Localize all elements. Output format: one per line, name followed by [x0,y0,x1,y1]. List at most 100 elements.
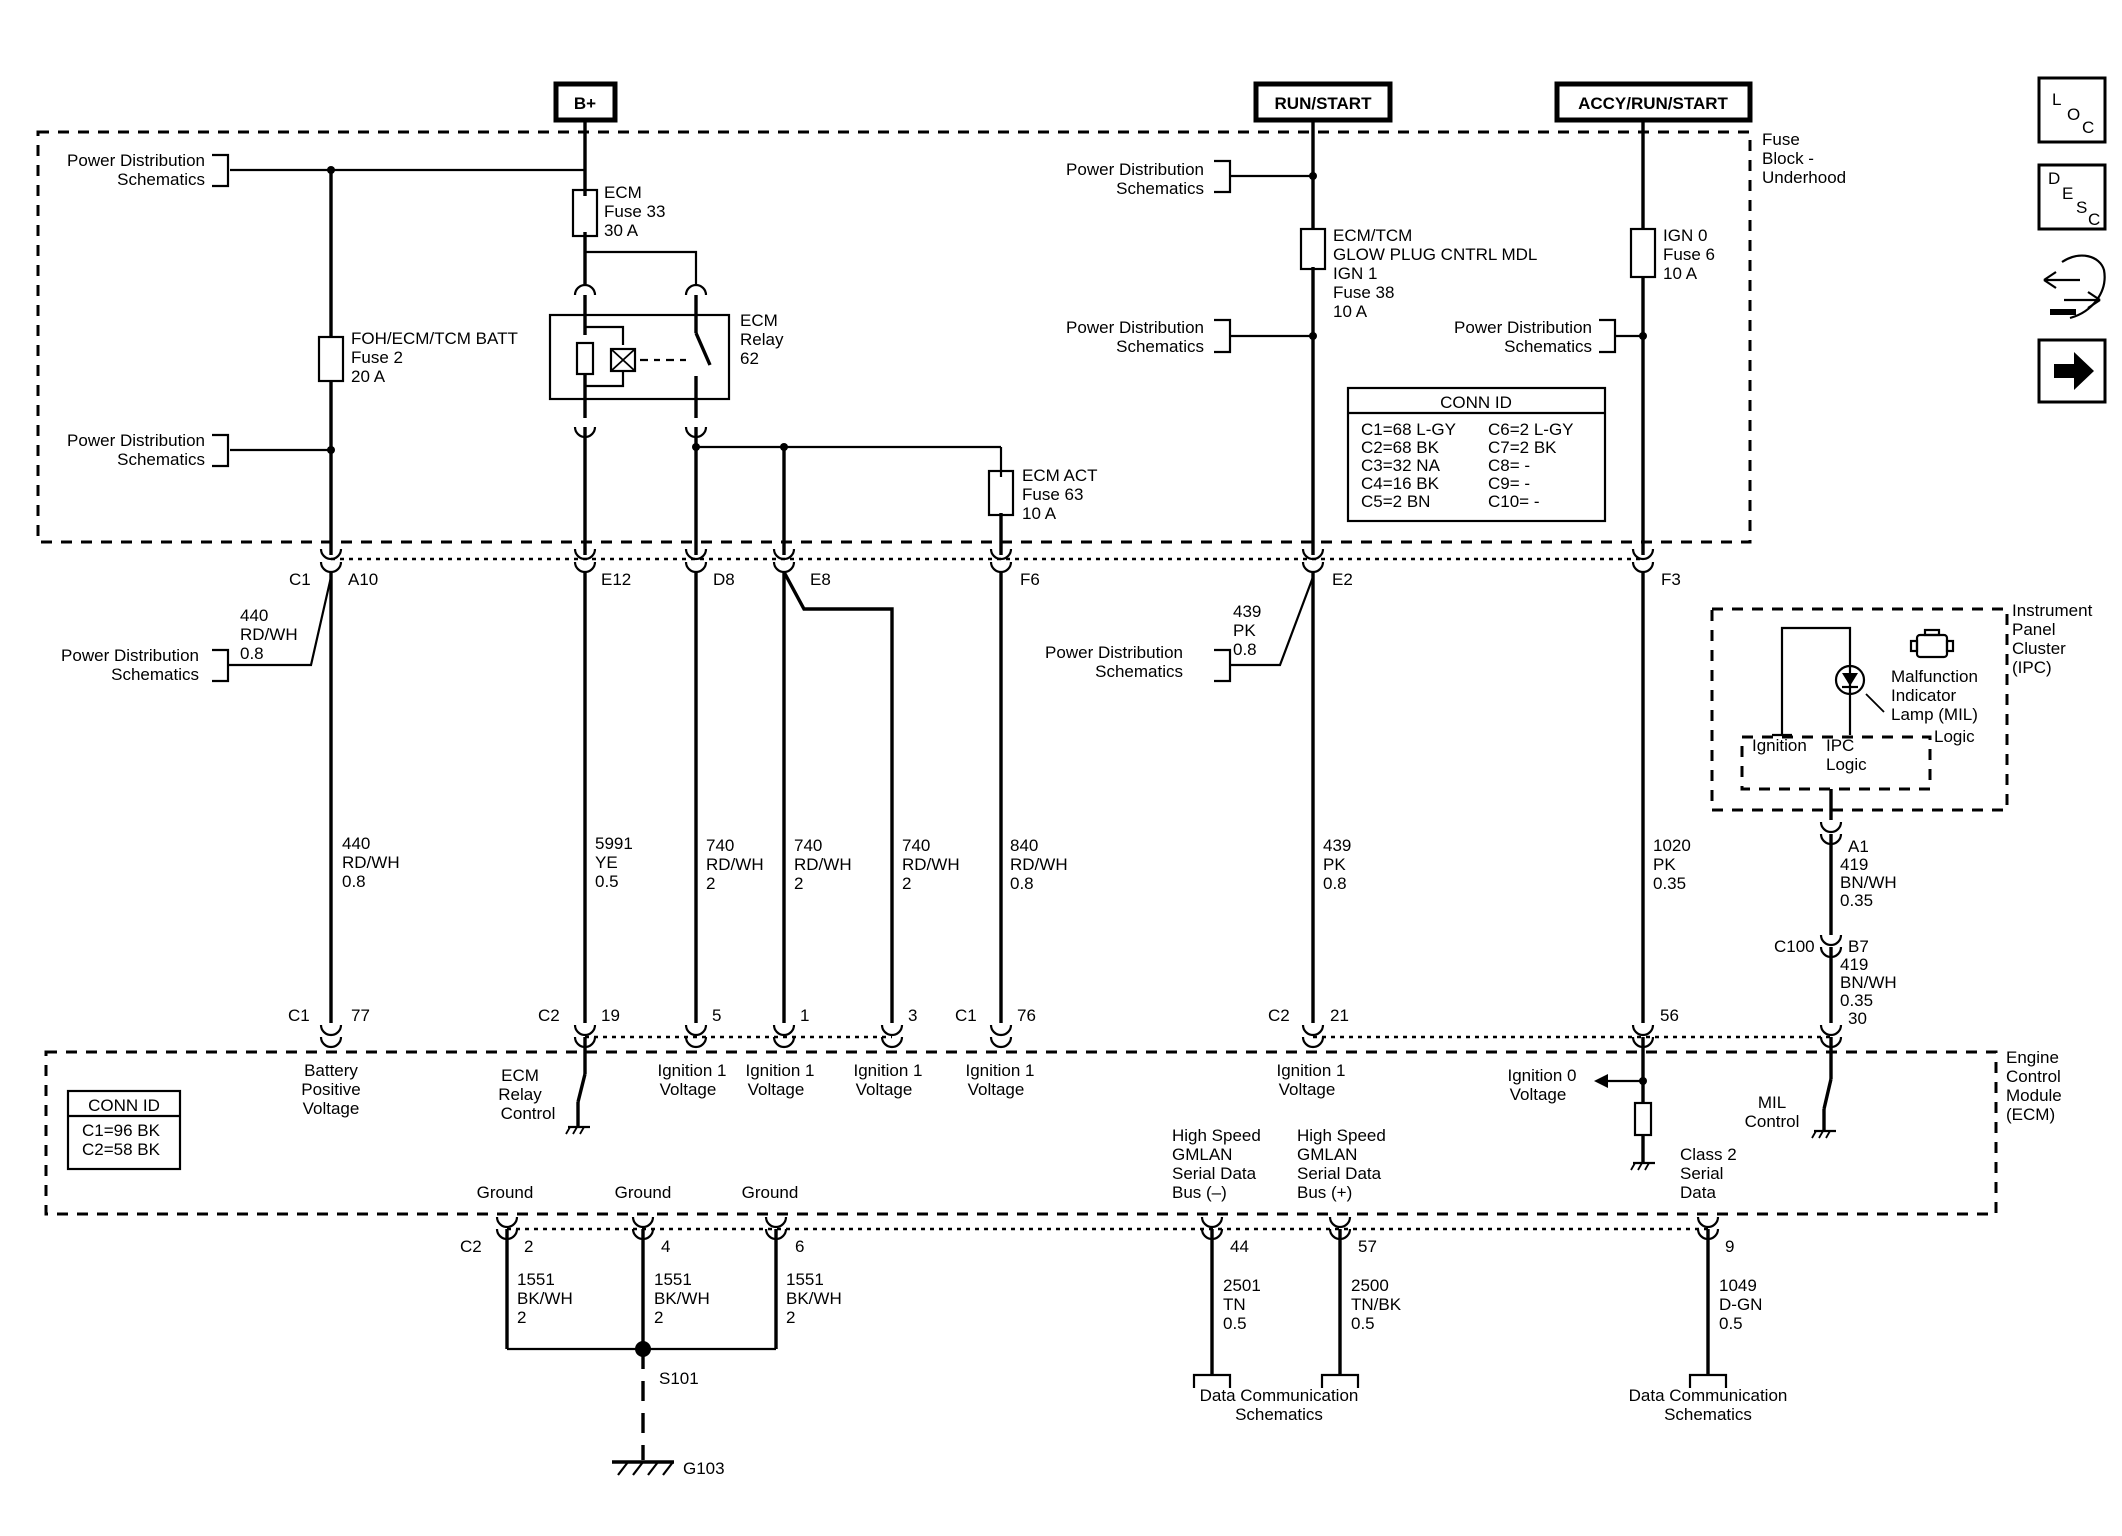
fuse-ecm-act-label: ECM ACT Fuse 63 10 A [1022,466,1098,523]
svg-text:D: D [2048,169,2060,188]
svg-text:Block -: Block - [1762,149,1814,168]
svg-text:C3=32 NA: C3=32 NA [1361,456,1441,475]
svg-text:CONN ID: CONN ID [1440,393,1512,412]
svg-text:Power Distribution: Power Distribution [67,151,205,170]
ecm-ign1-label-a: Ignition 1 Voltage [658,1061,727,1099]
svg-text:E8: E8 [810,570,831,589]
pd-ref-accy[interactable]: Power Distribution Schematics [1454,318,1617,356]
svg-text:Ignition 1: Ignition 1 [746,1061,815,1080]
svg-text:Fuse 63: Fuse 63 [1022,485,1083,504]
wire-label-439-pd: 439 PK 0.8 [1233,602,1261,659]
svg-text:Battery: Battery [304,1061,358,1080]
svg-text:44: 44 [1230,1237,1249,1256]
svg-text:1: 1 [800,1006,809,1025]
svg-text:2500: 2500 [1351,1276,1389,1295]
next-arrow-icon[interactable] [2037,338,2107,404]
conn-id-table-ecm: CONN ID C1=96 BK C2=58 BK [66,1089,182,1171]
svg-text:BN/WH: BN/WH [1840,973,1897,992]
svg-text:RD/WH: RD/WH [706,855,764,874]
svg-text:E2: E2 [1332,570,1353,589]
svg-text:BK/WH: BK/WH [517,1289,573,1308]
svg-text:0.8: 0.8 [1233,640,1257,659]
svg-text:0.5: 0.5 [1223,1314,1247,1333]
svg-text:21: 21 [1330,1006,1349,1025]
svg-text:19: 19 [601,1006,620,1025]
svg-text:1551: 1551 [654,1270,692,1289]
svg-text:Data Communication: Data Communication [1200,1386,1359,1405]
pd-ref-mid-left[interactable]: Power Distribution Schematics [67,431,230,469]
svg-text:Ignition 0: Ignition 0 [1508,1066,1577,1085]
bottom-pin-labels: C2 2 4 6 44 57 9 [460,1237,1734,1256]
fuse-ign0-6 [1629,227,1657,279]
wire-label-439: 439 PK 0.8 [1323,836,1351,893]
svg-text:Schematics: Schematics [1095,662,1183,681]
ecm-title: Engine Control Module (ECM) [2006,1048,2062,1124]
svg-text:Indicator: Indicator [1891,686,1957,705]
svg-text:Fuse 33: Fuse 33 [604,202,665,221]
svg-text:Lamp (MIL): Lamp (MIL) [1891,705,1978,724]
svg-text:Ignition 1: Ignition 1 [966,1061,1035,1080]
svg-text:C1: C1 [955,1006,977,1025]
svg-text:ECM: ECM [740,311,778,330]
svg-text:D8: D8 [713,570,735,589]
svg-text:840: 840 [1010,836,1038,855]
svg-text:2: 2 [794,874,803,893]
svg-text:RUN/START: RUN/START [1275,94,1373,113]
ecm-relay-label: ECM Relay 62 [740,311,784,368]
pd-ref-top-left[interactable]: Power Distribution Schematics [67,151,230,189]
loc-icon[interactable]: L O C [2037,76,2107,144]
svg-text:62: 62 [740,349,759,368]
svg-text:76: 76 [1017,1006,1036,1025]
fuse-block-title: Fuse Block - Underhood [1762,130,1846,187]
svg-text:A10: A10 [348,570,378,589]
svg-text:Schematics: Schematics [1116,337,1204,356]
svg-text:Relay: Relay [740,330,784,349]
fuse-block-circuits [230,120,1647,555]
svg-text:Serial: Serial [1680,1164,1723,1183]
svg-text:Underhood: Underhood [1762,168,1846,187]
svg-text:5: 5 [712,1006,721,1025]
svg-text:C2: C2 [1268,1006,1290,1025]
svg-text:Voltage: Voltage [303,1099,360,1118]
svg-text:Ignition 1: Ignition 1 [854,1061,923,1080]
svg-text:Data Communication: Data Communication [1629,1386,1788,1405]
wire-label-1551-c: 1551 BK/WH 2 [786,1270,842,1327]
svg-text:Serial Data: Serial Data [1172,1164,1257,1183]
desc-icon[interactable]: D E S C [2037,163,2107,231]
data-comm-ref-right[interactable]: Data Communication Schematics [1629,1386,1788,1424]
data-comm-ref-left[interactable]: Data Communication Schematics [1200,1386,1359,1424]
svg-text:Power Distribution: Power Distribution [1066,318,1204,337]
ecm-ign1-label-c: Ignition 1 Voltage [854,1061,923,1099]
ecm-ground-label-3: Ground [742,1183,799,1202]
svg-text:Positive: Positive [301,1080,361,1099]
svg-text:C2=68 BK: C2=68 BK [1361,438,1440,457]
ipc-module [1710,607,2009,1023]
supply-accy-run-start-label[interactable]: ACCY/RUN/START [1554,81,1753,123]
wire-label-2501: 2501 TN 0.5 [1223,1276,1261,1333]
supply-batt-label[interactable]: B+ [553,81,618,123]
svg-text:E12: E12 [601,570,631,589]
mil-label: Malfunction Indicator Lamp (MIL) [1891,667,1978,724]
wire-label-2500: 2500 TN/BK 0.5 [1351,1276,1402,1333]
conn-id-table-fuse-block: CONN ID C1=68 L-GY C2=68 BK C3=32 NA C4=… [1346,386,1607,523]
svg-text:BN/WH: BN/WH [1840,873,1897,892]
svg-text:439: 439 [1323,836,1351,855]
supply-run-start-label[interactable]: RUN/START [1253,81,1393,123]
ipc-ignition-label: Ignition [1752,736,1807,755]
pd-ref-439-breakout[interactable]: Power Distribution Schematics [1045,643,1232,683]
svg-text:E: E [2062,184,2073,203]
svg-text:0.5: 0.5 [1719,1314,1743,1333]
pd-ref-run-top[interactable]: Power Distribution Schematics [1066,159,1232,198]
svg-text:Engine: Engine [2006,1048,2059,1067]
wire-label-1551-a: 1551 BK/WH 2 [517,1270,573,1327]
svg-text:TN/BK: TN/BK [1351,1295,1402,1314]
pd-ref-run-mid[interactable]: Power Distribution Schematics [1066,318,1232,356]
svg-text:FOH/ECM/TCM BATT: FOH/ECM/TCM BATT [351,329,518,348]
svg-text:Schematics: Schematics [1116,179,1204,198]
pd-ref-440-breakout[interactable]: Power Distribution Schematics [61,646,230,684]
ecm-battery-positive-label: Battery Positive Voltage [301,1061,361,1118]
connector-icon[interactable] [2043,254,2106,320]
ecm-connector-row [319,1024,1843,1049]
svg-text:RD/WH: RD/WH [342,853,400,872]
svg-text:Control: Control [1745,1112,1800,1131]
